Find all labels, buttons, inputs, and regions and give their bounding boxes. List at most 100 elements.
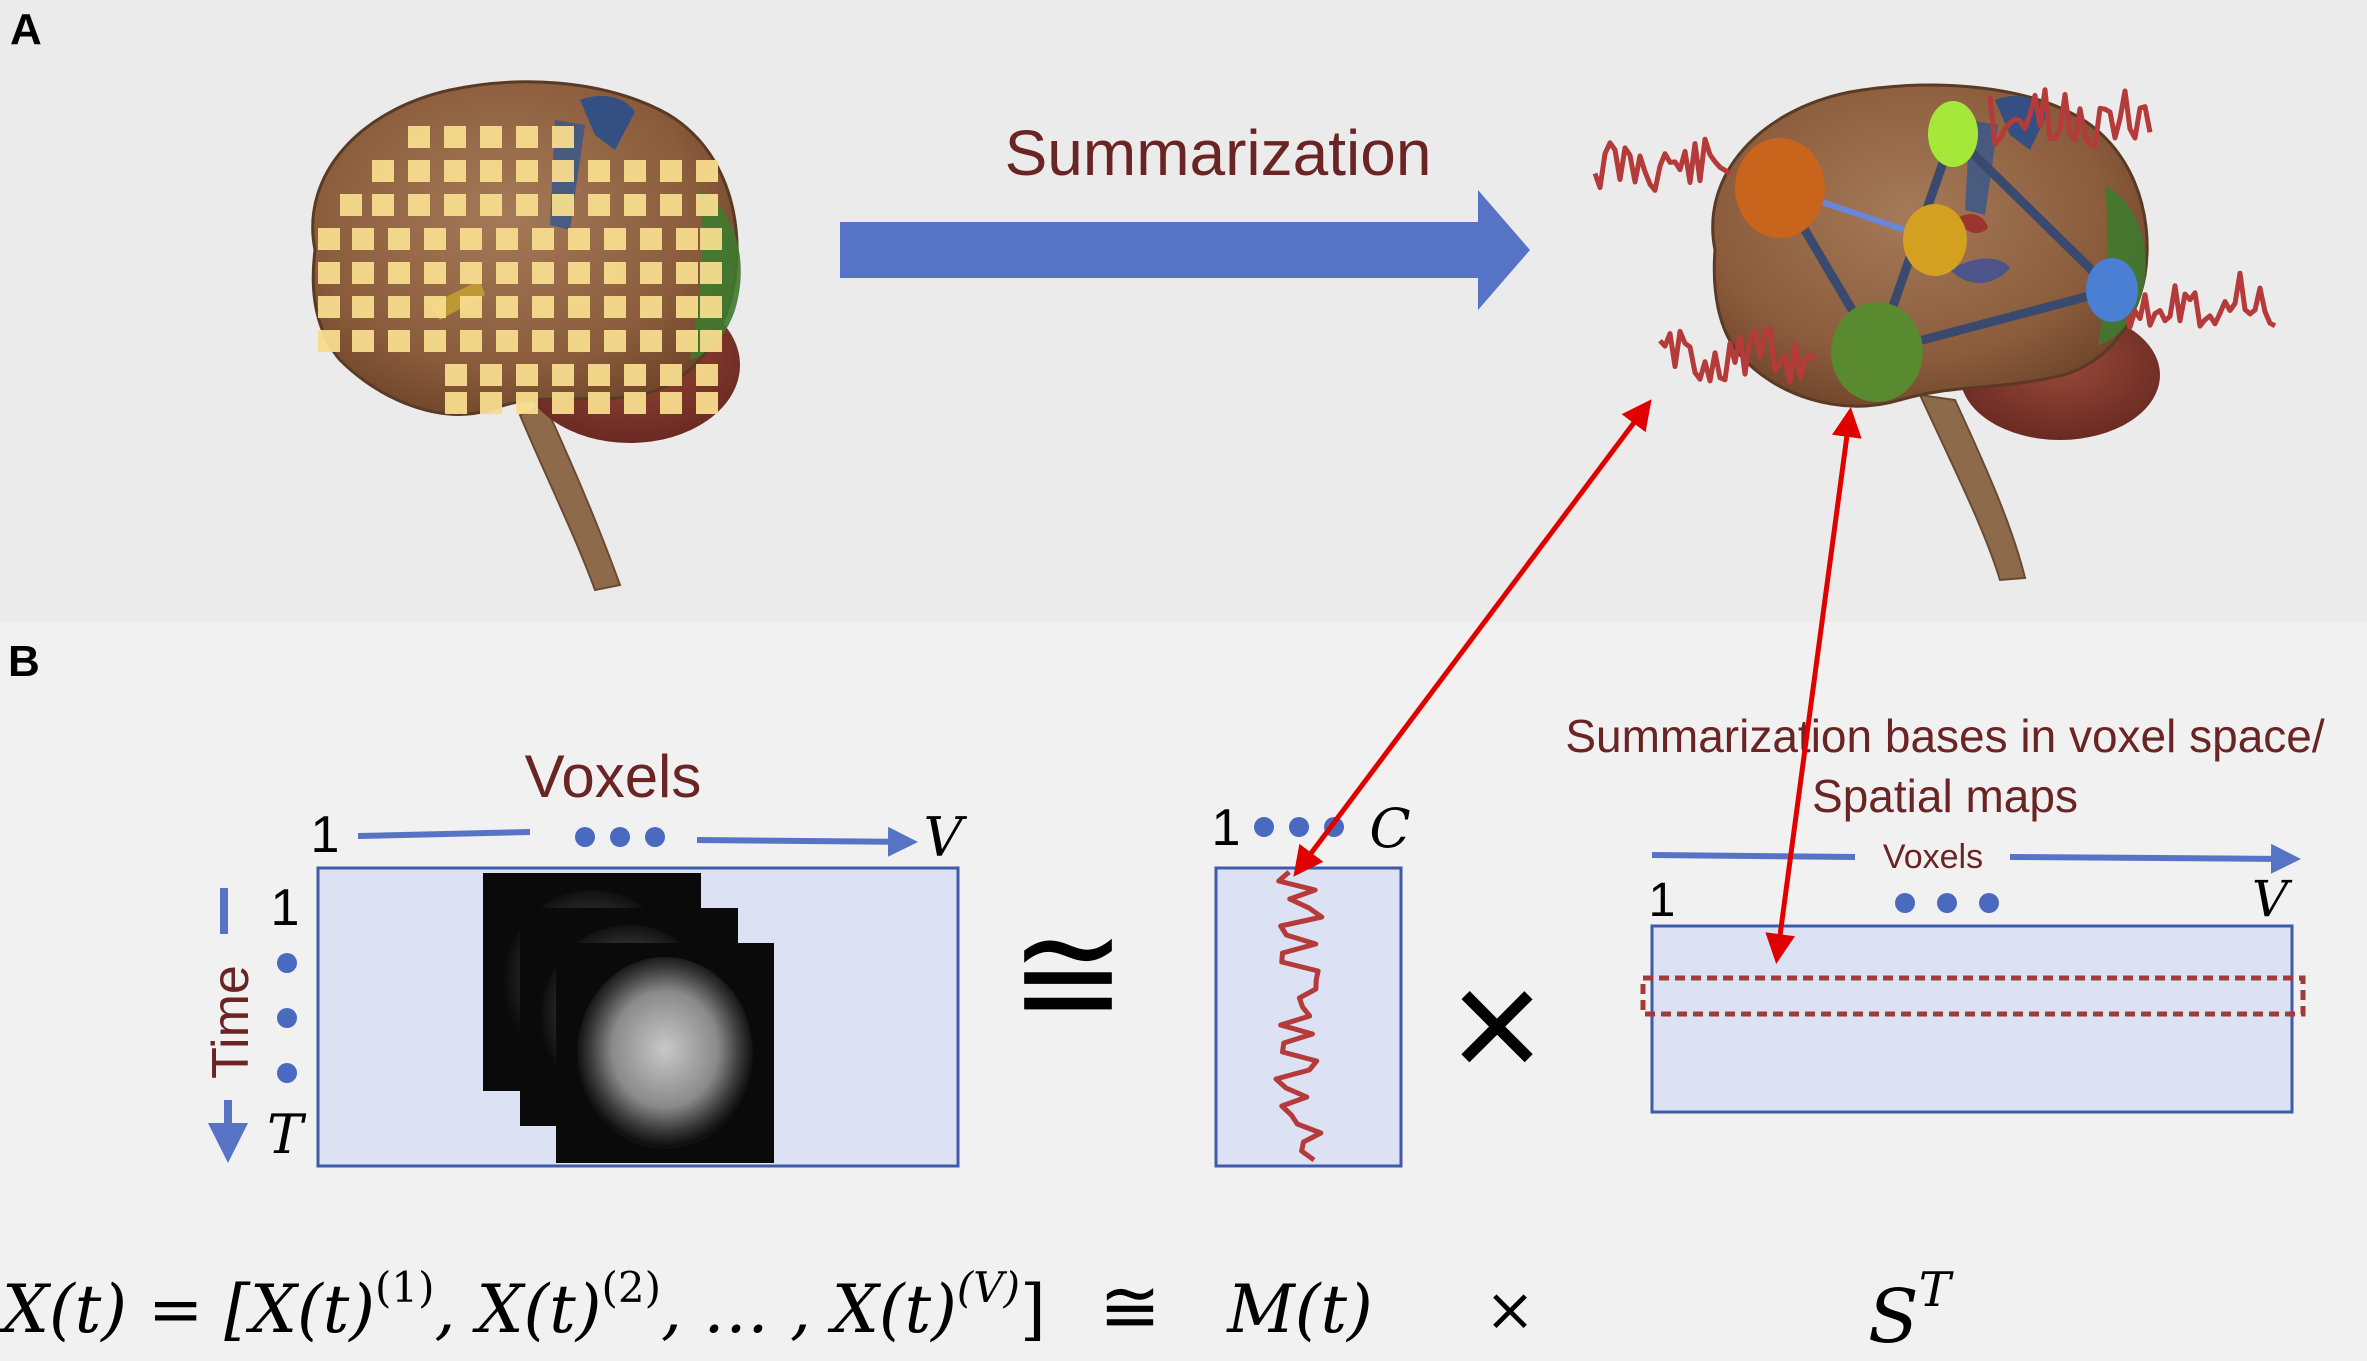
voxel-square: [532, 296, 554, 318]
equation-s-term: ST: [1868, 1262, 1954, 1360]
signal-trace-top-left: [1592, 136, 1732, 193]
voxel-square: [352, 296, 374, 318]
voxel-square: [516, 194, 538, 216]
voxel-square: [700, 296, 722, 318]
voxel-square: [604, 262, 626, 284]
voxel-square: [696, 160, 718, 182]
voxel-square: [532, 262, 554, 284]
voxel-square: [676, 330, 698, 352]
data-matrix-col-start: 1: [311, 806, 340, 864]
voxel-square: [568, 262, 590, 284]
voxel-square: [624, 392, 646, 414]
data-matrix-row-end: T: [267, 1103, 307, 1166]
voxel-square: [552, 194, 574, 216]
voxel-square: [318, 262, 340, 284]
voxel-square: [624, 194, 646, 216]
voxel-square: [552, 364, 574, 386]
voxel-square: [604, 228, 626, 250]
fmri-volume-stack: [483, 873, 774, 1163]
spatial-axis-right: [2009, 843, 2301, 874]
voxel-square: [660, 364, 682, 386]
voxel-square: [424, 330, 446, 352]
data-matrix-row-start: 1: [271, 879, 300, 937]
voxel-square: [445, 364, 467, 386]
voxel-square: [700, 262, 722, 284]
voxel-square: [604, 330, 626, 352]
col-dot: [610, 827, 630, 847]
voxel-square: [424, 262, 446, 284]
voxel-square: [480, 392, 502, 414]
signal-trace-right: [2118, 270, 2277, 330]
equation-m-term: M(t): [1226, 1271, 1373, 1348]
timecourse-col-end: C: [1369, 797, 1410, 860]
summarization-arrow: [840, 190, 1530, 310]
voxel-square: [318, 296, 340, 318]
voxel-square: [424, 296, 446, 318]
panel-a-label: A: [10, 5, 42, 54]
spatial-maps-matrix: [1650, 924, 2294, 1114]
voxel-square: [408, 194, 430, 216]
voxel-square: [460, 262, 482, 284]
spatial-dot: [1937, 893, 1957, 913]
equation-approx: ≅: [1099, 1265, 1161, 1348]
voxel-square: [676, 296, 698, 318]
voxel-square: [480, 194, 502, 216]
voxel-square: [480, 126, 502, 148]
voxel-square: [700, 228, 722, 250]
spatial-dot: [1979, 893, 1999, 913]
voxel-square: [568, 296, 590, 318]
voxel-square: [496, 228, 518, 250]
edge-lime-blue: [1948, 129, 2117, 295]
voxel-square: [552, 392, 574, 414]
voxel-square: [700, 330, 722, 352]
voxel-square: [624, 160, 646, 182]
voxel-square: [480, 160, 502, 182]
voxel-square: [372, 194, 394, 216]
spatial-axis-left: [1651, 852, 1856, 860]
voxel-square: [516, 364, 538, 386]
spatial-col-end: V: [2252, 870, 2293, 928]
voxel-square: [588, 160, 610, 182]
spatial-maps-title-line2: Spatial maps: [1812, 770, 2078, 822]
voxel-square: [352, 228, 374, 250]
row-dot: [277, 953, 297, 973]
voxel-square: [640, 296, 662, 318]
red-arrow-timecourse-link: [1293, 399, 1652, 877]
voxel-square: [445, 392, 467, 414]
signal-trace-top-right: [1987, 87, 2153, 149]
voxel-square: [516, 160, 538, 182]
timecourse-signal: [1273, 870, 1325, 1163]
voxel-grid: [318, 126, 722, 414]
voxel-square: [340, 194, 362, 216]
voxel-square: [604, 296, 626, 318]
voxel-square: [444, 160, 466, 182]
voxel-square: [640, 228, 662, 250]
data-matrix-col-arrow-left: [357, 829, 531, 839]
voxel-square: [388, 262, 410, 284]
spatial-map-row-highlight: [1640, 975, 2306, 1017]
voxel-square: [588, 392, 610, 414]
data-matrix-title: Voxels: [525, 743, 702, 810]
voxel-square: [696, 392, 718, 414]
voxel-square: [444, 194, 466, 216]
voxel-square: [460, 228, 482, 250]
voxel-square: [352, 262, 374, 284]
equation: X(t) = [X(t)(1), X(t)(2), … , X(t)(V)] ≅…: [0, 1262, 1954, 1360]
voxel-square: [552, 126, 574, 148]
spatial-dot: [1895, 893, 1915, 913]
voxel-square: [532, 228, 554, 250]
data-matrix-col-end: V: [924, 806, 968, 869]
voxel-square: [696, 364, 718, 386]
row-dot: [277, 1063, 297, 1083]
red-arrow-spatialmap-link: [1765, 407, 1862, 964]
voxel-square: [676, 228, 698, 250]
spatial-maps-title-line1: Summarization bases in voxel space/: [1565, 710, 2325, 762]
col-dot: [575, 827, 595, 847]
voxel-square: [516, 392, 538, 414]
voxel-square: [444, 126, 466, 148]
voxel-square: [552, 160, 574, 182]
spatial-axis-label: Voxels: [1883, 838, 1983, 876]
voxel-square: [318, 330, 340, 352]
voxel-square: [480, 364, 502, 386]
voxel-square: [496, 262, 518, 284]
